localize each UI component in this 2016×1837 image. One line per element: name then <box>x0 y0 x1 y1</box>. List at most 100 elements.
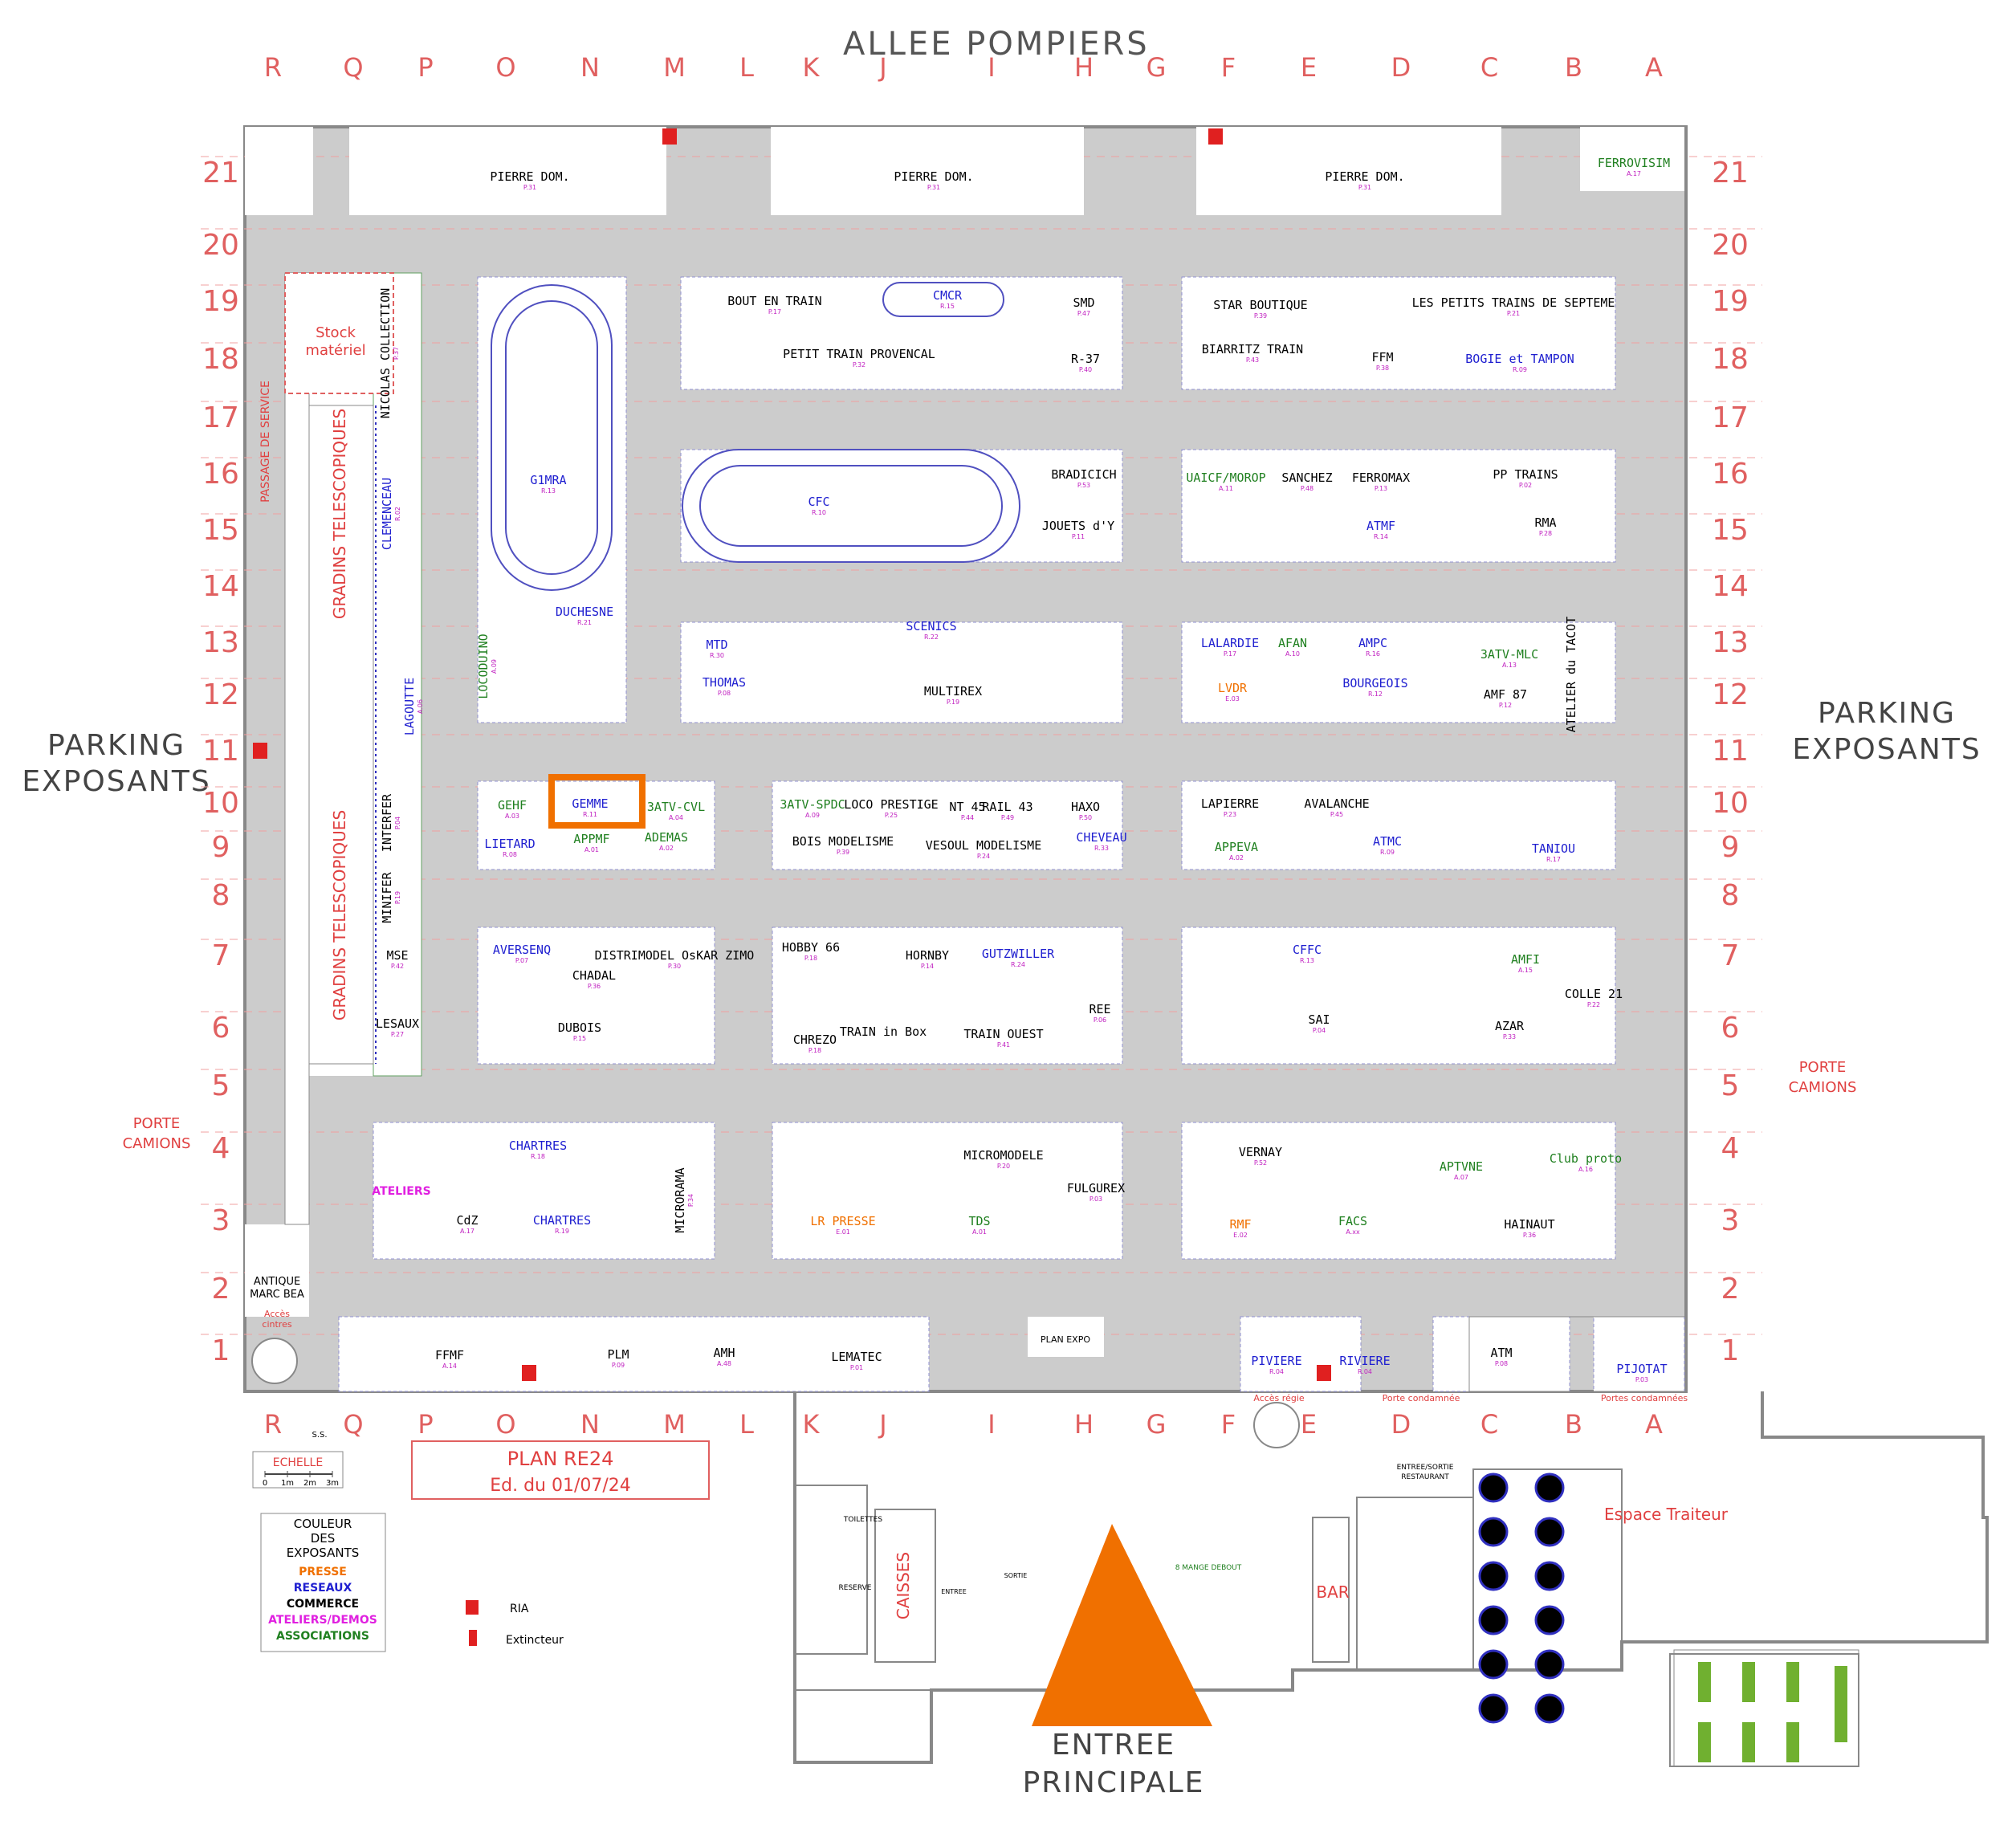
stand[interactable]: HOBBY 66P.18 <box>782 940 840 962</box>
stand[interactable]: PIERRE DOM.P.31 <box>490 169 569 191</box>
stand[interactable]: TRAIN in Box <box>840 1024 927 1039</box>
gemme-highlight[interactable] <box>548 774 646 829</box>
stand[interactable]: NT 45P.44 <box>949 800 985 821</box>
stand[interactable]: R-37P.40 <box>1071 352 1100 373</box>
stand[interactable]: ATELIER du TACOT <box>1564 617 1578 733</box>
stand[interactable]: COLLE 21P.22 <box>1565 987 1623 1008</box>
stand[interactable]: PIERRE DOM.P.31 <box>1325 169 1404 191</box>
stand[interactable]: RAIL 43P.49 <box>982 800 1032 821</box>
stand[interactable]: PIERRE DOM.P.31 <box>894 169 973 191</box>
